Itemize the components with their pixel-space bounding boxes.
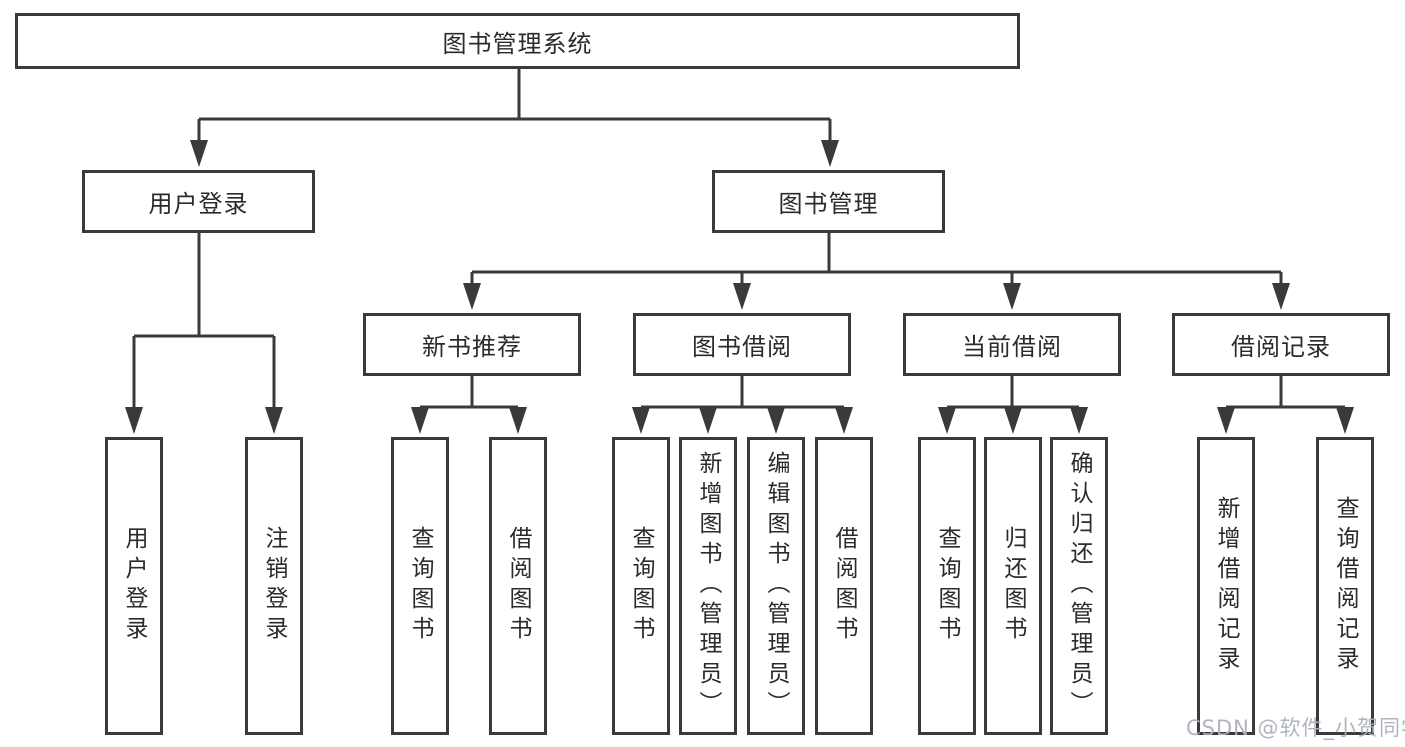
leaf-user-login-label: 用户登录 [121,526,147,646]
leaf-borrow-books-recommend: 借阅图书 [489,437,547,735]
leaf-logout: 注销登录 [245,437,303,735]
csdn-watermark: CSDN @软件_小贺同学 [1186,716,1405,740]
node-new-book-recommend-label: 新书推荐 [422,333,522,361]
connector-borrow-records [1224,376,1347,421]
node-new-book-recommend: 新书推荐 [363,313,581,376]
leaf-query-borrow-record: 查询借阅记录 [1316,437,1374,735]
node-book-borrow: 图书借阅 [633,313,851,376]
node-book-borrow-label: 图书借阅 [692,333,792,361]
leaf-edit-book-admin: 编辑图书（管理员） [747,437,805,735]
connector-book-management [470,233,1283,297]
connector-book-borrow [639,376,846,421]
leaf-edit-book-admin-label: 编辑图书（管理员） [763,451,789,721]
leaf-logout-label: 注销登录 [261,526,287,646]
leaf-confirm-return-admin: 确认归还（管理员） [1050,437,1108,735]
leaf-query-books-current-label: 查询图书 [934,526,960,646]
connector-root [197,69,832,148]
leaf-query-books-recommend-label: 查询图书 [407,526,433,646]
leaf-return-books-label: 归还图书 [1000,526,1026,646]
node-borrow-records-label: 借阅记录 [1231,333,1331,361]
arrowheads [125,140,1354,434]
leaf-query-books-recommend: 查询图书 [391,437,449,735]
node-book-management-label: 图书管理 [778,190,879,218]
leaf-add-borrow-record: 新增借阅记录 [1197,437,1255,735]
node-borrow-records: 借阅记录 [1172,313,1390,376]
node-current-borrow-label: 当前借阅 [962,333,1062,361]
leaf-borrow-books-label: 借阅图书 [831,526,857,646]
node-user-login-label: 用户登录 [148,190,249,218]
leaf-user-login: 用户登录 [105,437,163,735]
node-current-borrow: 当前借阅 [903,313,1121,376]
leaf-add-borrow-record-label: 新增借阅记录 [1213,496,1239,676]
leaf-confirm-return-admin-label: 确认归还（管理员） [1066,451,1092,721]
leaf-query-books-borrow: 查询图书 [612,437,670,735]
connector-new-book-recommend [418,376,520,421]
node-user-login: 用户登录 [82,170,315,233]
leaf-add-book-admin: 新增图书（管理员） [679,437,737,735]
leaf-borrow-books: 借阅图书 [815,437,873,735]
leaf-query-books-current: 查询图书 [918,437,976,735]
connector-user-login [132,233,276,421]
leaf-query-borrow-record-label: 查询借阅记录 [1332,496,1358,676]
node-root-label: 图书管理系统 [442,29,593,58]
leaf-query-books-borrow-label: 查询图书 [628,526,654,646]
node-root-system: 图书管理系统 [15,13,1020,69]
node-book-management: 图书管理 [712,170,945,233]
leaf-add-book-admin-label: 新增图书（管理员） [695,451,721,721]
leaf-borrow-books-recommend-label: 借阅图书 [505,526,531,646]
leaf-return-books: 归还图书 [984,437,1042,735]
